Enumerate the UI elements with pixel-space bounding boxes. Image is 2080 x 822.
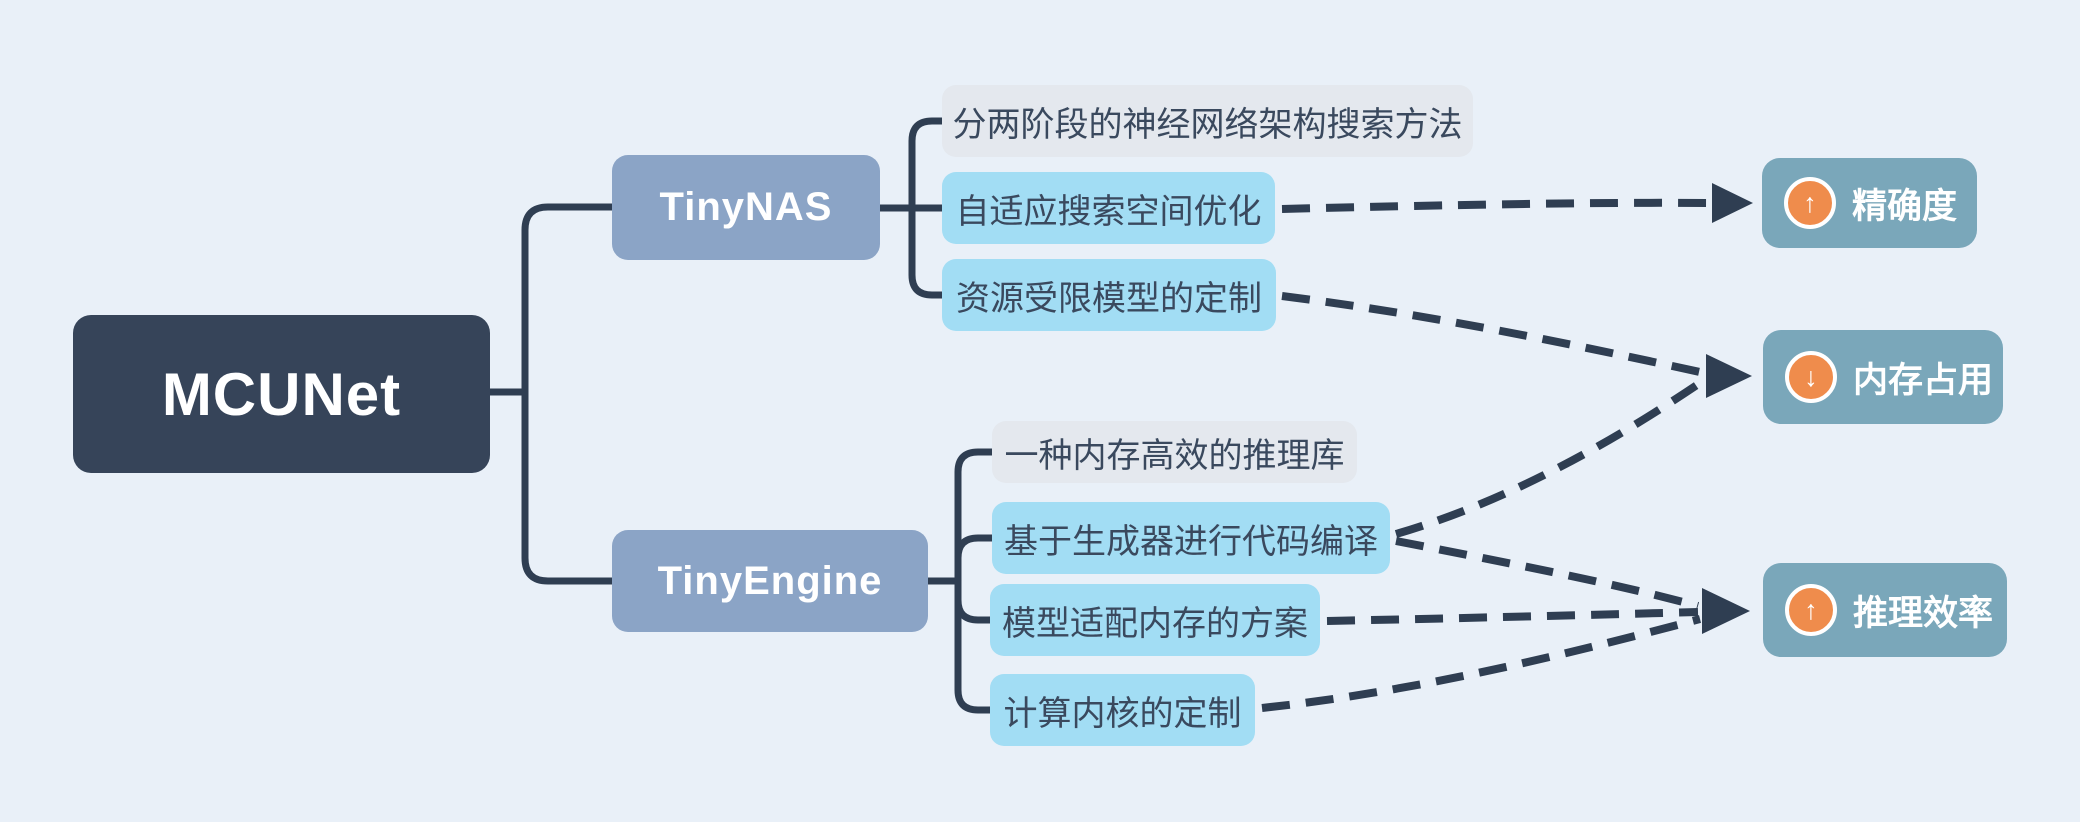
- edge-tinyengine-child1: [954, 448, 1000, 585]
- arrowhead-inference: [1702, 588, 1750, 634]
- arrow-up-circle-icon: ↑: [1785, 584, 1837, 636]
- node-generator-code-compile-label: 基于生成器进行代码编译: [1004, 522, 1378, 561]
- arrow-up-circle-icon: ↑: [1784, 177, 1836, 229]
- node-tinynas-label: TinyNAS: [659, 185, 833, 229]
- edge-tinynas-child3: [908, 204, 950, 299]
- edge-root-tinyengine: [521, 388, 617, 585]
- node-inference-efficiency-label: 推理效率: [1853, 593, 1994, 633]
- node-tinynas[interactable]: TinyNAS: [612, 155, 880, 260]
- node-model-fit-memory[interactable]: 模型适配内存的方案: [990, 584, 1320, 656]
- node-two-stage-nas[interactable]: 分两阶段的神经网络架构搜索方法: [942, 85, 1473, 157]
- node-resource-constrained-model-label: 资源受限模型的定制: [956, 279, 1262, 318]
- arrow-up-glyph: ↑: [1804, 594, 1818, 625]
- node-adaptive-search-space[interactable]: 自适应搜索空间优化: [942, 172, 1275, 244]
- arrow-fitmemory-to-inference: [1326, 608, 1699, 625]
- arrowhead-accuracy: [1712, 183, 1753, 223]
- edge-tinyengine-child4: [954, 577, 1000, 714]
- arrow-codegen-to-inference: [1395, 537, 1700, 610]
- node-accuracy-label: 精确度: [1852, 186, 1958, 226]
- arrowhead-memory: [1706, 354, 1752, 398]
- node-mcunet[interactable]: MCUNet: [73, 315, 490, 473]
- node-memory-usage[interactable]: ↓ 内存占用: [1763, 330, 2003, 424]
- node-adaptive-search-space-label: 自适应搜索空间优化: [955, 192, 1262, 231]
- node-memory-efficient-library-label: 一种内存高效的推理库: [1004, 436, 1345, 475]
- node-tinyengine-label: TinyEngine: [657, 558, 883, 603]
- node-resource-constrained-model[interactable]: 资源受限模型的定制: [942, 259, 1276, 331]
- arrow-down-circle-icon: ↓: [1785, 351, 1837, 403]
- node-generator-code-compile[interactable]: 基于生成器进行代码编译: [992, 502, 1390, 574]
- arrow-adaptive-to-accuracy: [1281, 198, 1711, 213]
- edge-root-tinynas: [486, 203, 617, 396]
- edge-tinyengine-child2: [954, 534, 1000, 585]
- node-memory-efficient-library[interactable]: 一种内存高效的推理库: [992, 421, 1357, 483]
- node-mcunet-label: MCUNet: [161, 360, 402, 428]
- node-inference-efficiency[interactable]: ↑ 推理效率: [1763, 563, 2007, 657]
- node-model-fit-memory-label: 模型适配内存的方案: [1002, 604, 1308, 643]
- node-accuracy[interactable]: ↑ 精确度: [1762, 158, 1977, 248]
- arrow-codegen-to-memory: [1394, 379, 1703, 538]
- node-compute-kernel-custom[interactable]: 计算内核的定制: [990, 674, 1255, 746]
- arrow-constrained-to-memory: [1281, 292, 1701, 376]
- node-two-stage-nas-label: 分两阶段的神经网络架构搜索方法: [952, 105, 1463, 144]
- arrow-kernel-to-inference: [1261, 615, 1702, 712]
- node-compute-kernel-custom-label: 计算内核的定制: [1003, 694, 1242, 733]
- node-memory-usage-label: 内存占用: [1853, 360, 1994, 400]
- arrow-up-glyph: ↑: [1803, 187, 1817, 218]
- arrow-down-glyph: ↓: [1804, 361, 1818, 392]
- node-tinyengine[interactable]: TinyEngine: [612, 530, 928, 632]
- edge-tinynas-child1: [908, 117, 950, 212]
